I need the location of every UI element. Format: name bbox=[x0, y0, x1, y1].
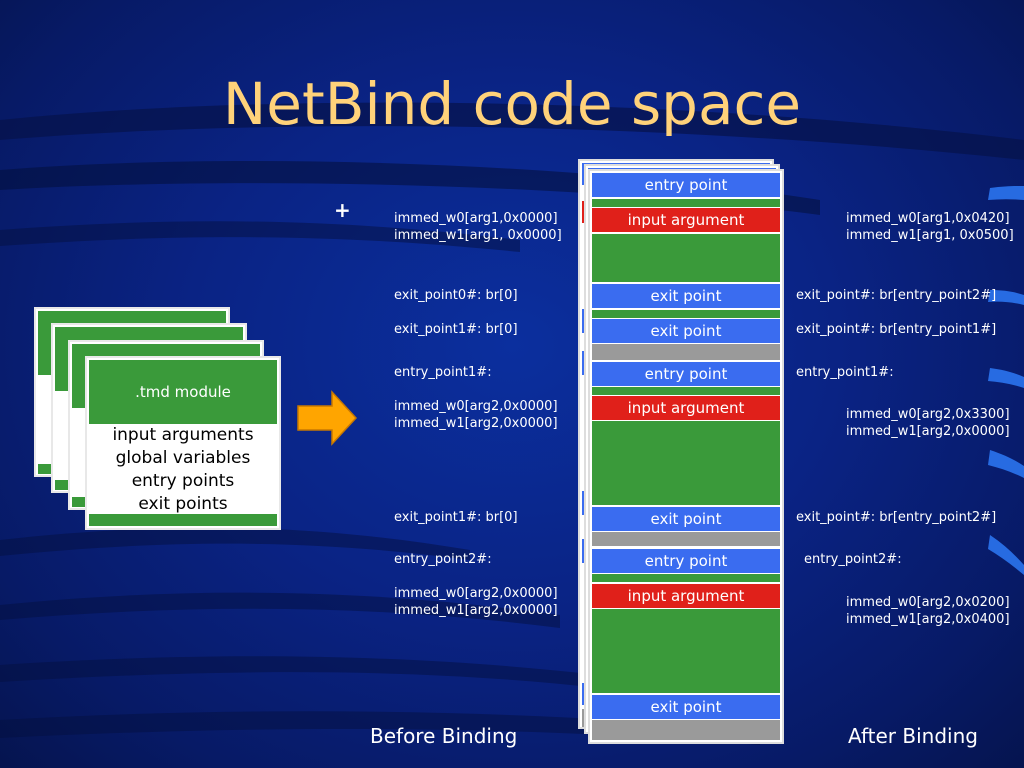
module-item: entry points bbox=[131, 471, 235, 491]
padding-block bbox=[592, 532, 780, 546]
padding-block bbox=[592, 720, 780, 740]
input-argument-block: input argument bbox=[592, 396, 780, 420]
annotation: exit_point1#: br[0] bbox=[394, 322, 518, 337]
input-argument-block: input argument bbox=[592, 584, 780, 608]
exit-point-block: exit point bbox=[592, 695, 780, 719]
before-binding-label: Before Binding bbox=[370, 724, 518, 748]
code-space-front: entry point input argument exit point ex… bbox=[588, 169, 784, 744]
entry-point-block: entry point bbox=[592, 173, 780, 197]
annotation: exit_point0#: br[0] bbox=[394, 288, 518, 303]
annotation: entry_point1#: bbox=[394, 365, 492, 380]
module-contents: input arguments global variables entry p… bbox=[87, 424, 279, 516]
code-block bbox=[592, 199, 780, 207]
code-block bbox=[592, 310, 780, 318]
input-argument-block: input argument bbox=[592, 208, 780, 232]
code-block bbox=[592, 234, 780, 282]
module-item: global variables bbox=[115, 448, 251, 468]
code-block bbox=[592, 574, 780, 582]
module-item: input arguments bbox=[112, 425, 254, 445]
annotation: entry_point2#: bbox=[394, 552, 492, 567]
exit-point-block: exit point bbox=[592, 319, 780, 343]
annotation: immed_w0[arg2,0x3300]immed_w1[arg2,0x000… bbox=[846, 407, 1010, 439]
slide-title: NetBind code space bbox=[222, 70, 802, 138]
code-block bbox=[592, 387, 780, 395]
annotation: exit_point#: br[entry_point2#] bbox=[796, 510, 997, 525]
plus-symbol: + bbox=[334, 198, 351, 222]
code-block bbox=[592, 609, 780, 693]
module-item: exit points bbox=[138, 494, 228, 514]
after-binding-label: After Binding bbox=[848, 724, 978, 748]
annotation: immed_w0[arg1,0x0420]immed_w1[arg1, 0x05… bbox=[846, 211, 1014, 243]
entry-point-block: entry point bbox=[592, 549, 780, 573]
module-card-front: .tmd module input arguments global varia… bbox=[85, 356, 281, 530]
code-block bbox=[592, 421, 780, 505]
entry-point-block: entry point bbox=[592, 362, 780, 386]
annotation: immed_w0[arg1,0x0000]immed_w1[arg1, 0x00… bbox=[394, 211, 562, 243]
annotation: exit_point1#: br[0] bbox=[394, 510, 518, 525]
right-glow-swooshes bbox=[988, 186, 1024, 575]
exit-point-block: exit point bbox=[592, 507, 780, 531]
padding-block bbox=[592, 344, 780, 360]
annotation: exit_point#: br[entry_point1#] bbox=[796, 322, 997, 337]
annotation: entry_point2#: bbox=[804, 552, 902, 567]
annotation: exit_point#: br[entry_point2#] bbox=[796, 288, 997, 303]
module-header: .tmd module bbox=[89, 360, 277, 424]
annotation: immed_w0[arg2,0x0000]immed_w1[arg2,0x000… bbox=[394, 399, 558, 431]
annotation: immed_w0[arg2,0x0000]immed_w1[arg2,0x000… bbox=[394, 586, 558, 618]
transform-arrow-icon bbox=[297, 390, 358, 446]
annotation: entry_point1#: bbox=[796, 365, 894, 380]
exit-point-block: exit point bbox=[592, 284, 780, 308]
annotation: immed_w0[arg2,0x0200]immed_w1[arg2,0x040… bbox=[846, 595, 1010, 627]
